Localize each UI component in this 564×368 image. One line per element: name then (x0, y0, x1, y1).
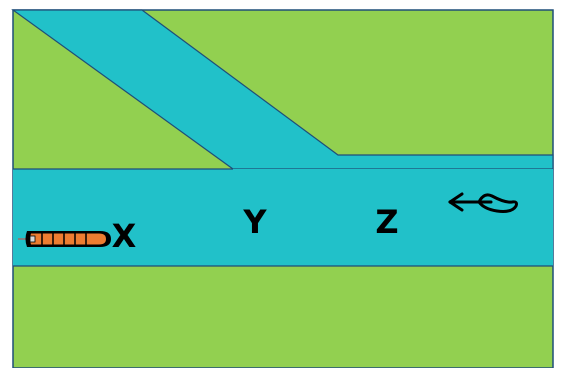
current-arrow-icon (448, 192, 518, 213)
label-x: X (112, 217, 137, 255)
main-river (13, 169, 553, 266)
label-z: Z (375, 203, 398, 241)
barge-icon (18, 231, 111, 247)
label-y: Y (242, 203, 267, 241)
